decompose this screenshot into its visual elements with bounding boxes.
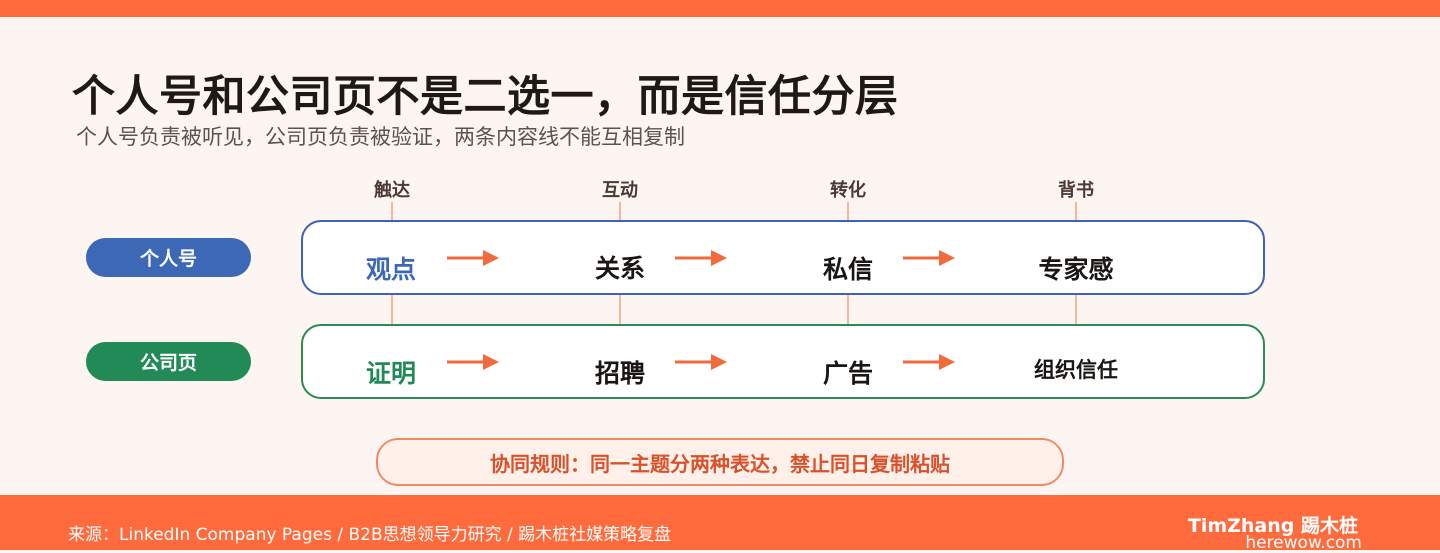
arrow-right-icon bbox=[675, 354, 727, 370]
personal-cell-dm: 私信 bbox=[822, 255, 873, 284]
footer-source: 来源：LinkedIn Company Pages / B2B思想领导力研究 /… bbox=[68, 525, 672, 545]
arrow-right-icon bbox=[903, 250, 955, 266]
arrow-right-icon bbox=[447, 354, 499, 370]
company-cell-hiring: 招聘 bbox=[594, 359, 645, 388]
stage-label-convert: 转化 bbox=[830, 180, 866, 201]
row-label-company: 公司页 bbox=[86, 342, 251, 381]
company-cell-ads: 广告 bbox=[822, 359, 873, 388]
stage-label-endorse: 背书 bbox=[1058, 180, 1094, 201]
arrow-right-icon bbox=[903, 354, 955, 370]
personal-cell-expertise: 专家感 bbox=[1038, 255, 1114, 284]
stage-label-reach: 触达 bbox=[374, 180, 410, 201]
personal-cell-relationship: 关系 bbox=[594, 254, 645, 283]
collaboration-rule-banner: 协同规则：同一主题分两种表达，禁止同日复制粘贴 bbox=[376, 438, 1064, 486]
arrow-right-icon bbox=[447, 250, 499, 266]
top-accent-bar bbox=[0, 0, 1440, 17]
page-subtitle: 个人号负责被听见，公司页负责被验证，两条内容线不能互相复制 bbox=[76, 125, 685, 149]
company-cell-proof: 证明 bbox=[365, 359, 416, 388]
footer-bar bbox=[0, 495, 1440, 550]
row-label-personal: 个人号 bbox=[86, 238, 251, 277]
personal-cell-viewpoint: 观点 bbox=[365, 255, 416, 284]
footer-site: herewow.com bbox=[1245, 533, 1362, 553]
company-cell-org-trust: 组织信任 bbox=[1034, 358, 1118, 382]
page-title: 个人号和公司页不是二选一，而是信任分层 bbox=[72, 72, 899, 122]
stage-label-engage: 互动 bbox=[602, 180, 638, 201]
footer-brand: TimZhang 踢木桩 bbox=[1187, 515, 1358, 537]
arrow-right-icon bbox=[675, 250, 727, 266]
